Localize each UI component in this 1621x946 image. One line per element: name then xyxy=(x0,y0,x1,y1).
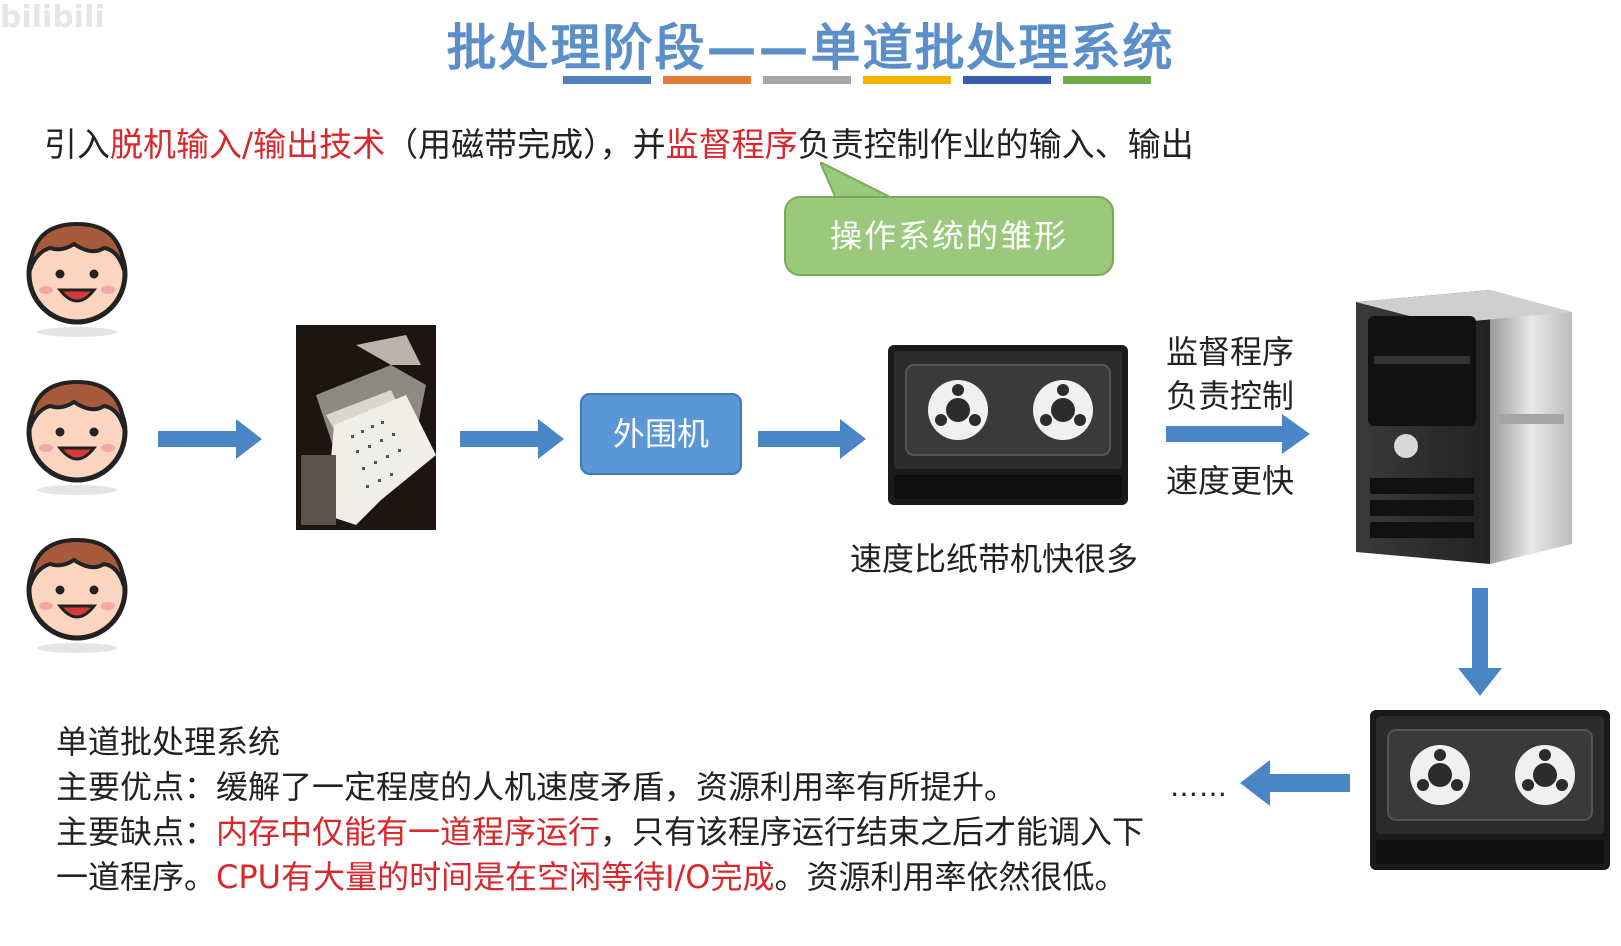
arrow-right-icon xyxy=(460,419,564,459)
arrow-down-icon xyxy=(1458,588,1502,696)
summary-heading: 单道批处理系统 xyxy=(56,723,281,761)
os-prototype-callout: 操作系统的雏形 xyxy=(784,196,1114,276)
intro-offline-io: 脱机输入/输出技术 xyxy=(110,125,386,164)
title-underline-segment xyxy=(1063,76,1151,84)
pros-text: 缓解了一定程度的人机速度矛盾，资源利用率有所提升。 xyxy=(216,768,1017,806)
title-underline-segment xyxy=(563,76,651,84)
computer-tower-icon xyxy=(1356,290,1572,564)
arrow-right-icon xyxy=(158,419,262,459)
tape-drive-icon xyxy=(888,345,1128,505)
cons-text-2: 。资源利用率依然很低。 xyxy=(774,858,1127,896)
title-underline-segment xyxy=(863,76,951,84)
cons-text-1: ，只有该程序运行结束之后才能调入下一道程序。 xyxy=(56,813,1145,896)
intro-supervisor: 监督程序 xyxy=(665,125,798,164)
faster-label: 速度更快 xyxy=(1166,462,1295,500)
supervisor-label: 监督程序 负责控制 xyxy=(1166,330,1294,418)
title-underline-segment xyxy=(763,76,851,84)
intro-text-2: （用磁带完成），并 xyxy=(385,125,666,164)
tape-reel-right xyxy=(1033,380,1093,440)
arrow-right-icon xyxy=(1166,414,1310,454)
tape-drive-icon xyxy=(1370,710,1610,870)
intro-text-1: 引入 xyxy=(44,125,110,164)
intro-sentence: 引入脱机输入/输出技术（用磁带完成），并监督程序负责控制作业的输入、输出 xyxy=(44,118,1194,166)
arrow-left-icon xyxy=(1240,760,1350,806)
title-underline-segment xyxy=(663,76,751,84)
user-face-icon xyxy=(26,379,128,495)
summary-pros: 主要优点：缓解了一定程度的人机速度矛盾，资源利用率有所提升。 xyxy=(56,765,1146,810)
summary-block: 单道批处理系统 主要优点：缓解了一定程度的人机速度矛盾，资源利用率有所提升。 主… xyxy=(56,720,1146,900)
tape-speed-label: 速度比纸带机快很多 xyxy=(850,540,1139,578)
intro-text-3: 负责控制作业的输入、输出 xyxy=(797,125,1194,164)
supervisor-line-1: 监督程序 xyxy=(1166,333,1295,371)
title-underline-segment xyxy=(963,76,1051,84)
punch-card-machine-image xyxy=(296,325,436,530)
pros-label: 主要优点： xyxy=(56,768,217,806)
cons-red-1: 内存中仅能有一道程序运行 xyxy=(216,813,601,851)
tape-reel-left xyxy=(1410,745,1470,805)
cons-label: 主要缺点： xyxy=(56,813,217,851)
cons-red-2: CPU有大量的时间是在空闲等待I/O完成 xyxy=(216,858,775,896)
watermark: bilibili xyxy=(0,0,105,35)
page-title: 批处理阶段——单道批处理系统 xyxy=(446,19,1175,77)
user-face-icon xyxy=(26,221,128,337)
tape-reel-left xyxy=(928,380,988,440)
summary-cons: 主要缺点：内存中仅能有一道程序运行，只有该程序运行结束之后才能调入下一道程序。C… xyxy=(56,810,1146,900)
ellipsis: …… xyxy=(1170,770,1228,803)
user-face-icon xyxy=(26,537,128,653)
arrow-right-icon xyxy=(758,419,866,459)
peripheral-machine-box: 外围机 xyxy=(580,393,742,475)
supervisor-line-2: 负责控制 xyxy=(1166,377,1295,415)
tape-reel-right xyxy=(1515,745,1575,805)
